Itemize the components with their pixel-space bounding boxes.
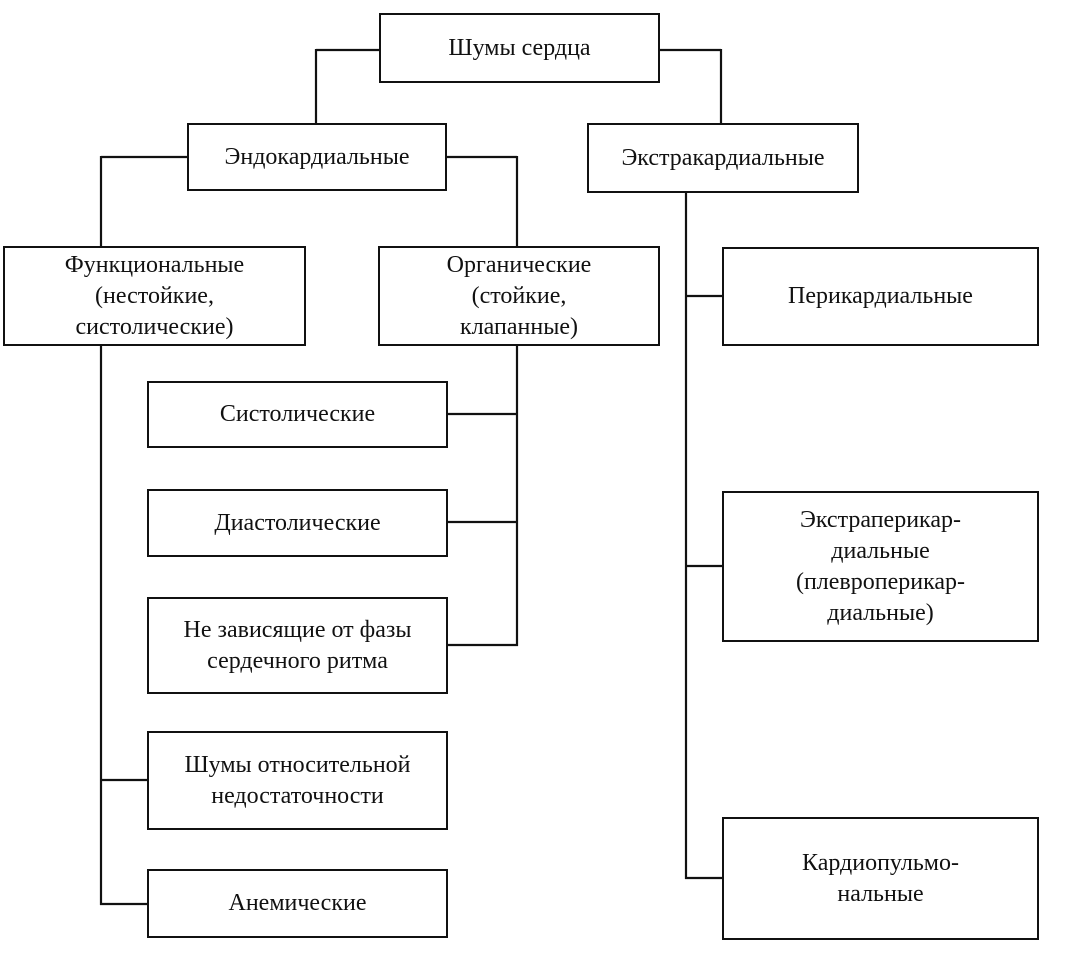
node-label: Систолические: [219, 401, 376, 427]
node-label: Диастолические: [214, 509, 381, 536]
node-label: Экстракардиальные: [621, 144, 825, 171]
node-label: (стойкие,: [471, 282, 567, 309]
node-label: Шумы относительной: [184, 751, 411, 778]
node-extracardial: Экстракардиальные: [587, 123, 859, 193]
node-label: нальные: [837, 880, 924, 907]
node-label: недостаточности: [211, 782, 384, 809]
node-functional: Функциональные (нестойкие, систолические…: [3, 246, 306, 346]
node-label: Шумы сердца: [448, 34, 591, 61]
node-label: Экстраперикар-: [800, 506, 961, 533]
node-label: Перикардиальные: [788, 283, 973, 309]
node-label: Функциональные: [64, 251, 245, 278]
node-phase-independent: Не зависящие от фазы сердечного ритма: [147, 597, 448, 694]
node-label: (плевроперикар-: [795, 568, 966, 595]
node-label: диальные: [831, 537, 930, 564]
node-extrapericardial: Экстраперикар- диальные (плевроперикар- …: [722, 491, 1039, 642]
node-label: Эндокардиальные: [224, 143, 410, 170]
node-cardiopulmonary: Кардиопульмо- нальные: [722, 817, 1039, 940]
node-label: сердечного ритма: [207, 647, 388, 674]
node-label: систолические): [75, 313, 234, 340]
node-label: Не зависящие от фазы: [183, 616, 412, 643]
node-label: клапанные): [460, 313, 578, 340]
node-label: Органические: [446, 251, 592, 278]
node-systolic: Систолические: [147, 381, 448, 448]
node-heart-murmurs: Шумы сердца: [379, 13, 660, 83]
node-label: Кардиопульмо-: [802, 849, 959, 876]
node-label: диальные): [827, 599, 934, 626]
node-label: (нестойкие,: [95, 282, 214, 309]
node-endocardial: Эндокардиальные: [187, 123, 447, 191]
node-diastolic: Диастолические: [147, 489, 448, 557]
node-pericardial: Перикардиальные: [722, 247, 1039, 346]
node-organic: Органические (стойкие, клапанные): [378, 246, 660, 346]
node-relative-insufficiency: Шумы относительной недостаточности: [147, 731, 448, 830]
node-anemic: Анемические: [147, 869, 448, 938]
node-label: Анемические: [228, 890, 367, 916]
